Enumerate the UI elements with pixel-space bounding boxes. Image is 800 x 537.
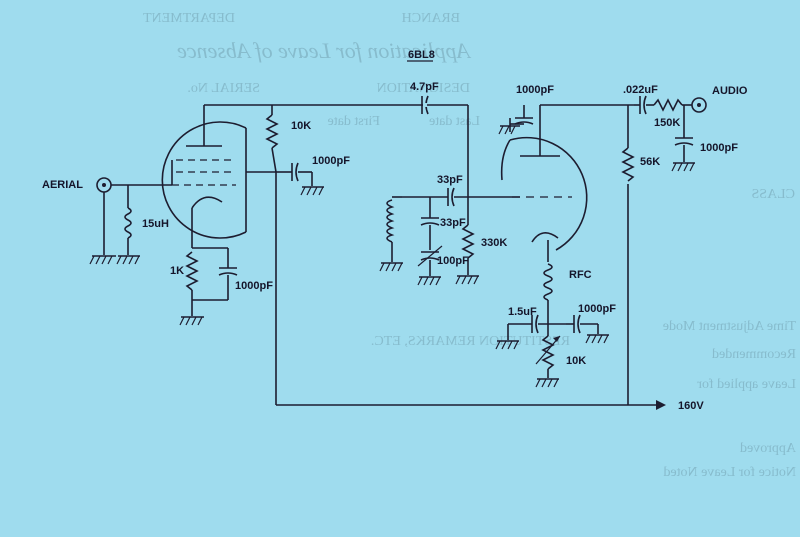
capacitor-022uf-label: .022uF bbox=[623, 84, 658, 96]
capacitor-1000pf-rfc bbox=[566, 314, 599, 334]
inductor-15uh bbox=[124, 185, 132, 255]
bg-form-approved: Approved bbox=[740, 441, 796, 456]
capacitor-33pf-tank bbox=[420, 197, 440, 250]
variable-resistor-10k bbox=[535, 324, 561, 378]
bg-form-last-date: Last date bbox=[429, 114, 480, 129]
resistor-10k-plate bbox=[265, 105, 279, 173]
capacitor-1000pf-screen bbox=[276, 162, 313, 186]
pentode-tube bbox=[161, 105, 276, 239]
bg-form-first-date: First date bbox=[328, 114, 381, 129]
bg-form-notice: Notice for Leave Noted bbox=[663, 465, 796, 480]
ground-symbol bbox=[116, 255, 140, 265]
capacitor-1000pf-rfc-label: 1000pF bbox=[578, 303, 616, 315]
ground-symbol bbox=[671, 162, 695, 172]
resistor-330k-label: 330K bbox=[481, 237, 507, 249]
bg-form-recommended: Recommended bbox=[712, 347, 796, 362]
triode-tube bbox=[500, 105, 588, 262]
ground-symbol bbox=[379, 262, 403, 272]
audio-label: AUDIO bbox=[712, 85, 748, 97]
resistor-330k bbox=[461, 224, 475, 275]
bg-form-remarks: RESTITUTION REMARKS, ETC. bbox=[371, 334, 570, 349]
rf-choke bbox=[543, 263, 553, 324]
capacitor-33pf-grid bbox=[402, 187, 520, 207]
capacitor-1000pf-audio bbox=[674, 105, 694, 162]
tank-coil bbox=[386, 196, 402, 262]
resistor-1k-cathode-label: 1K bbox=[170, 265, 184, 277]
resistor-150k bbox=[653, 98, 692, 112]
trimmer-100pf-label: 100pF bbox=[437, 255, 469, 267]
trimmer-100pf bbox=[417, 245, 443, 276]
capacitor-4p7pf-label: 4.7pF bbox=[410, 81, 439, 93]
resistor-10k-plate-label: 10K bbox=[291, 120, 311, 132]
tube-title-label: 6BL8 bbox=[408, 49, 435, 61]
audio-connector bbox=[691, 97, 707, 113]
bg-form-serial: SERIAL No. bbox=[187, 81, 260, 96]
capacitor-1000pf-top bbox=[509, 105, 534, 132]
variable-resistor-10k-label: 10K bbox=[566, 355, 586, 367]
resistor-56k-label: 56K bbox=[640, 156, 660, 168]
aerial-connector bbox=[96, 177, 172, 255]
capacitor-33pf-grid-label: 33pF bbox=[437, 174, 463, 186]
ground-symbol bbox=[179, 316, 204, 326]
bg-form-heading: Application for Leave of Absence bbox=[177, 38, 472, 63]
bg-form-department: DEPARTMENT bbox=[143, 11, 235, 26]
capacitor-022uf bbox=[634, 95, 654, 115]
aerial-label: AERIAL bbox=[42, 179, 83, 191]
resistor-150k-label: 150K bbox=[654, 117, 680, 129]
bg-form-leave-applied: Leave applied for bbox=[697, 377, 796, 392]
supply-voltage-label: 160V bbox=[678, 400, 704, 412]
ground-symbol bbox=[585, 334, 609, 344]
ground-symbol bbox=[535, 378, 559, 388]
cap-gap bbox=[423, 103, 427, 107]
capacitor-33pf-tank-label: 33pF bbox=[440, 217, 466, 229]
capacitor-1000pf-top-label: 1000pF bbox=[516, 84, 554, 96]
capacitor-1000pf-cathode-label: 1000pF bbox=[235, 280, 273, 292]
capacitor-1000pf-screen-label: 1000pF bbox=[312, 155, 350, 167]
resistor-1k-cathode bbox=[185, 230, 228, 316]
bg-form-class: CLASS bbox=[751, 187, 795, 202]
bg-form-designation: DESIGNATION bbox=[377, 81, 470, 96]
capacitor-1p5uf-label: 1.5uF bbox=[508, 306, 537, 318]
ground-symbol bbox=[89, 255, 116, 265]
background-form: DEPARTMENT BRANCH Application for Leave … bbox=[143, 11, 796, 480]
ground-symbol bbox=[417, 276, 441, 286]
ground-symbol bbox=[495, 340, 519, 350]
capacitor-1000pf-cathode bbox=[192, 248, 238, 301]
inductor-15uh-label: 15uH bbox=[142, 218, 169, 230]
capacitor-1p5uf bbox=[507, 314, 566, 340]
capacitor-1000pf-audio-label: 1000pF bbox=[700, 142, 738, 154]
bg-form-branch: BRANCH bbox=[402, 11, 460, 26]
ground-symbol bbox=[498, 125, 520, 135]
ground-symbol bbox=[455, 275, 479, 285]
resistor-56k bbox=[620, 147, 636, 184]
supply-arrow-icon bbox=[656, 400, 666, 410]
bg-form-time-adjust: Time Adjustment Mode bbox=[663, 319, 796, 334]
rf-choke-label: RFC bbox=[569, 269, 592, 281]
ground-symbol bbox=[300, 186, 324, 196]
